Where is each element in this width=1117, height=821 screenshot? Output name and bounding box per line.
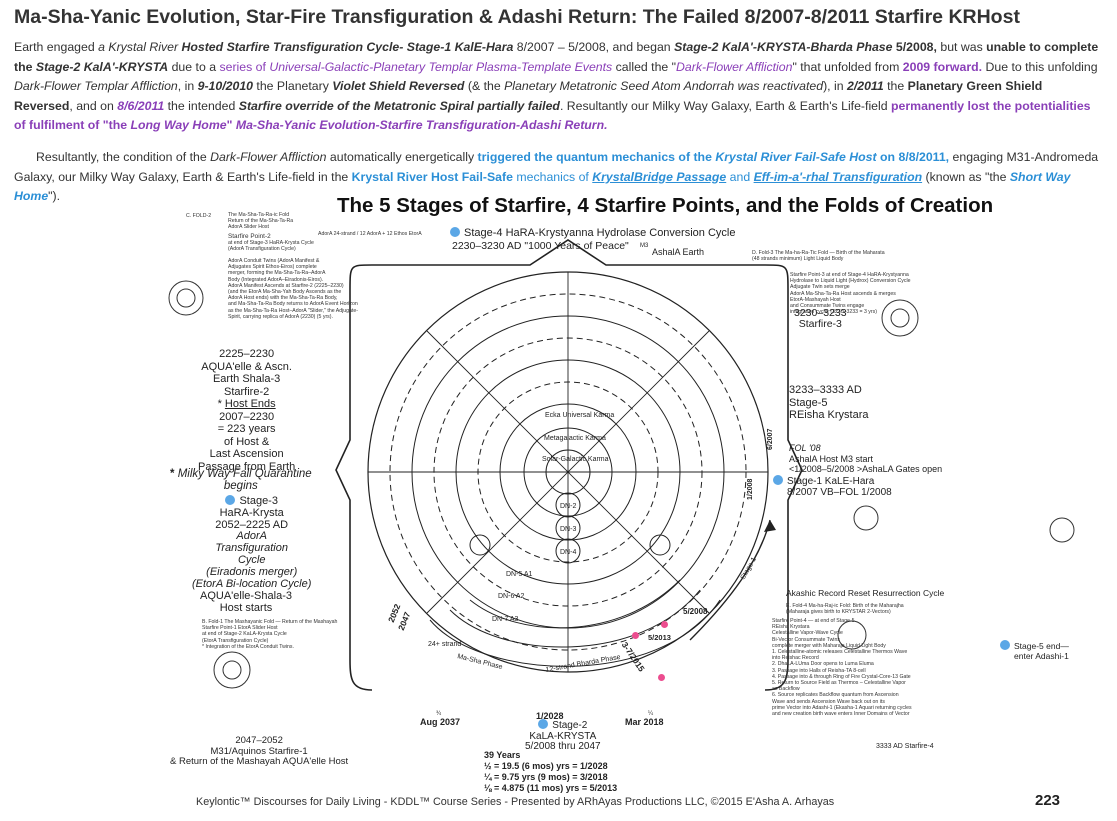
intro-text: Earth engaged a Krystal River Hosted Sta… — [14, 38, 1104, 207]
ring-label-ecka: Ecka Universal Karma — [545, 412, 614, 419]
mini-circle-right-top — [881, 299, 919, 337]
ring-label-solar: Solar-Galactic Karma — [542, 456, 609, 463]
ring-label-6-2007: 6/2007 — [767, 428, 774, 450]
inner-dn3-circle — [555, 515, 581, 541]
starfire3-block: 3230–3233 Starfire-3 — [794, 307, 847, 330]
ring-label-dn6: DN-6 A2 — [498, 593, 525, 600]
starfire4-label: 3333 AD Starfire-4 — [876, 743, 934, 750]
starfire-point3-note: Starfire Point-3 at end of Stage-4 HaRA-… — [790, 272, 911, 316]
stage4-dot — [450, 227, 460, 237]
ring-label-dn3: DN-3 — [560, 526, 576, 533]
stage5-block: 3233–3333 AD Stage-5 REisha Krystara — [789, 384, 869, 421]
mini-circle-right-bottom — [837, 620, 867, 650]
pink-marker-3-2015 — [658, 674, 665, 681]
stage1-arrow — [689, 519, 771, 641]
outer-bracket-right — [764, 264, 803, 691]
ring-label-1-2008: 1/2008 — [747, 478, 754, 500]
ashala-earth-label: AshalA Earth — [652, 247, 705, 257]
stage4-label: Stage-4 HaRA-Krystyanna Hydrolase Conver… — [450, 227, 735, 240]
aug2037-label: Aug 2037 — [420, 717, 461, 727]
may2013-label: 5/2013 — [648, 633, 671, 642]
mini-circle-left-bottom — [213, 651, 251, 689]
outer-bracket-left — [335, 264, 373, 691]
intro-paragraph-1: Earth engaged a Krystal River Hosted Sta… — [14, 40, 1099, 133]
intro-paragraph-2: Resultantly, the condition of the Dark-F… — [14, 149, 1099, 204]
ring-label-24-strand: 24+ strand — [428, 641, 461, 648]
diagram-title: The 5 Stages of Starfire, 4 Starfire Poi… — [337, 194, 994, 217]
may2008-label: 5/2008 — [683, 607, 708, 616]
stage4-dates: 2230–3230 AD "1000 Years of Peace" — [452, 240, 629, 252]
frac-right: ¼ — [648, 711, 654, 717]
starfire2-block: 2225–2230 AQUA'elle & Ascn. Earth Shala-… — [198, 348, 296, 473]
spiral-arc-1 — [429, 599, 721, 667]
inner-dn4-circle — [555, 538, 581, 564]
adora-conduit-note: AdorA Conduit Twins (AdorA Manifest & Ad… — [228, 258, 358, 320]
inner-dn2-circle — [555, 492, 581, 518]
stage1-dot — [773, 475, 783, 485]
akashic-record-label: Akashic Record Reset Resurrection Cycle — [786, 588, 945, 598]
m3-label: M3 — [640, 243, 649, 249]
fold1-note: B. Fold-1 The Mashayanic Fold — Return o… — [202, 619, 338, 650]
years-block: 39 Years ½ = 19.5 (6 mos) yrs = 1/2028 ¼… — [484, 750, 618, 793]
frac-left: ¾ — [436, 711, 442, 717]
pink-marker-5-2013 — [632, 632, 639, 639]
ring-label-dn7: DN-7 A3 — [492, 616, 519, 623]
ring-label-dn2: DN-2 — [560, 503, 576, 510]
ring-label-masha-phase: Ma-Sha Phase — [457, 653, 504, 671]
stage1-block: Stage-1 KaLE-Hara 8/2007 VB–FOL 1/2008 — [773, 475, 892, 498]
ring-label-stage1: Stage-1 — [740, 556, 758, 581]
page-number: 223 — [1035, 792, 1061, 809]
adora-strand-note: AdorA 24-strand / 12 AdorA + 12 Ethos Et… — [318, 231, 422, 237]
ring-label-dn4: DN-4 — [560, 549, 576, 556]
stage5-end-block: Stage-5 end— enter Adashi-1 — [1000, 640, 1069, 661]
starfire-point4-note: Starfire Point-4 — at end of Stage-5 REi… — [772, 618, 912, 718]
fold4-note: E. Fold-4 Ma-ha-Raj-ic Fold: Birth of th… — [786, 603, 904, 616]
stage2-dot — [538, 719, 549, 729]
mini-circle-left-top — [168, 280, 204, 316]
spokes — [368, 272, 768, 672]
stage3-block: Stage-3 HaRA-Krysta 2052–2225 AD AdorA T… — [192, 495, 312, 590]
date-1-2028: 1/2028 — [536, 711, 564, 721]
stage2-block: Stage-2 KaLA-KRYSTA 5/2008 thru 2047 — [525, 719, 601, 752]
ring-label-dn5: DN-5 A1 — [506, 571, 533, 578]
mar2018-label: Mar 2018 — [625, 717, 664, 727]
spiral-arc-2 — [449, 589, 701, 648]
spiral-arc-3 — [469, 579, 681, 629]
aquaelle-host-starts: AQUA'elle-Shala-3 Host starts — [200, 590, 292, 614]
stage3-dot — [225, 495, 236, 505]
fold-note-block: The Ma-Sha-Ta-Ra-ic Fold Return of the M… — [228, 212, 314, 252]
page-title: Ma-Sha-Yanic Evolution, Star-Fire Transf… — [14, 6, 1020, 28]
stage5-end-dot — [1000, 640, 1010, 650]
mini-circle-right-mid — [853, 505, 879, 531]
inner-left-circle — [469, 534, 491, 556]
ring-label-metagalactic: Metagalactic Karma — [544, 435, 606, 442]
footer-credit: Keylontic™ Discourses for Daily Living -… — [196, 796, 835, 808]
fold3-note: D. Fold-3 The Ma-ha-Ra-Tic Fold — Birth … — [752, 250, 885, 263]
m31-starfire1-block: 2047–2052 M31/Aquinos Starfire-1 & Retur… — [170, 735, 349, 767]
milky-way-quarantine: * Milky Way Fall Quarantine begins — [170, 468, 312, 492]
outer-bracket-top — [372, 239, 765, 266]
cfold2-label: C. FOLD-2 — [186, 213, 212, 219]
pink-marker-5-2008 — [661, 621, 668, 628]
stage1-arrow-head — [764, 520, 776, 532]
mini-circle-right-far — [1049, 517, 1075, 543]
fol08-block: FOL '08 AshalA Host M3 start <1/2008–5/2… — [789, 443, 943, 474]
inner-right-circle — [649, 534, 671, 556]
